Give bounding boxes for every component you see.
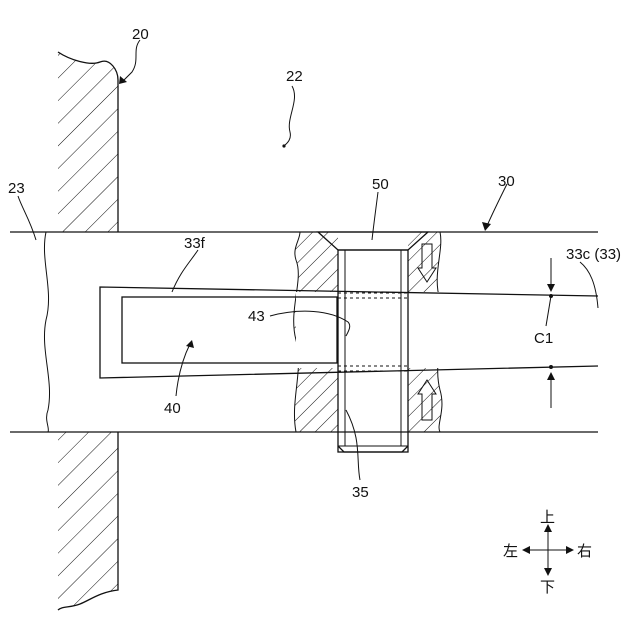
direction-compass: 上 下 左 右 — [503, 508, 592, 596]
c1-arrow-bottom-head — [547, 372, 555, 380]
label-33c: 33c (33) — [566, 246, 621, 263]
break-line-left — [44, 232, 49, 432]
bolt-tip — [338, 446, 408, 452]
leader-20-head — [119, 76, 127, 84]
compass-left-label: 左 — [503, 542, 518, 560]
label-35: 35 — [352, 484, 369, 501]
leader-35 — [346, 410, 360, 480]
leader-22-dot — [282, 144, 285, 147]
leader-40-head — [186, 340, 194, 348]
leader-40 — [176, 344, 190, 396]
label-20: 20 — [132, 26, 149, 43]
leader-30 — [486, 184, 507, 228]
compass-down-arrow — [544, 568, 552, 576]
label-33f: 33f — [184, 235, 206, 252]
c1-leader — [546, 296, 551, 326]
compass-up-label: 上 — [540, 508, 555, 526]
wall-20-upper — [58, 52, 118, 232]
label-30: 30 — [498, 173, 515, 190]
wall-20-lower — [58, 432, 118, 610]
leader-23 — [18, 196, 36, 240]
compass-right-arrow — [566, 546, 574, 554]
label-23: 23 — [8, 180, 25, 197]
compass-left-arrow — [522, 546, 530, 554]
slot-gap-clear — [296, 292, 446, 368]
leader-20 — [122, 40, 140, 82]
compass-right-label: 右 — [577, 542, 592, 560]
label-c1: C1 — [534, 330, 553, 347]
leader-50 — [372, 192, 378, 240]
label-22: 22 — [286, 68, 303, 85]
compass-down-label: 下 — [540, 578, 555, 596]
point-c1-bottom — [549, 365, 553, 369]
leader-33c — [580, 262, 598, 308]
leader-22 — [284, 86, 295, 146]
label-40: 40 — [164, 400, 181, 417]
c1-arrow-top-head — [547, 284, 555, 292]
leader-33f — [172, 250, 198, 292]
label-43: 43 — [248, 308, 265, 325]
leader-30-head — [482, 222, 491, 231]
label-50: 50 — [372, 176, 389, 193]
